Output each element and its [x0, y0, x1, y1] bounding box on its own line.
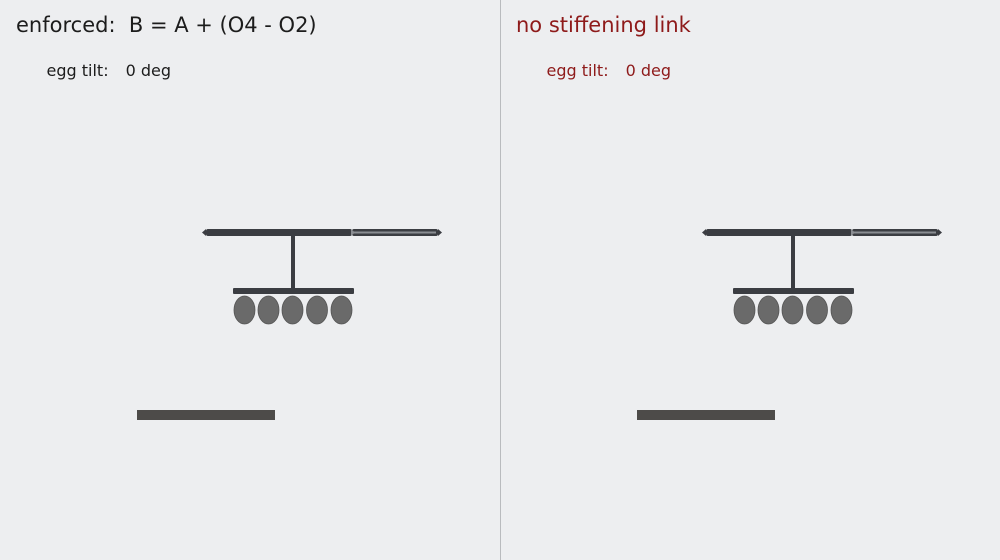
top-beam-bar: [706, 229, 852, 236]
egg-tilt-value: 0 deg: [625, 61, 672, 80]
ground-link: [137, 410, 275, 420]
egg-holder-bar: [233, 288, 354, 294]
egg-row: [733, 295, 853, 325]
egg-tilt-label: egg tilt:: [546, 61, 609, 80]
top-beam-right-tip: [938, 229, 942, 236]
egg-tilt-value: 0 deg: [125, 61, 172, 80]
panel-no-stiffening-link: no stiffening link egg tilt: 0 deg: [501, 0, 1000, 560]
vertical-link: [291, 236, 295, 288]
top-beam: [702, 229, 942, 236]
panel-title: no stiffening link: [516, 13, 691, 37]
vertical-link: [791, 236, 795, 288]
egg: [257, 295, 280, 325]
top-beam-right-tip: [438, 229, 442, 236]
panel-divider: [500, 0, 501, 560]
slider-marker: [851, 229, 855, 236]
egg: [733, 295, 756, 325]
egg-tilt-readout: egg tilt: 0 deg: [16, 41, 172, 101]
egg: [330, 295, 353, 325]
egg-row: [233, 295, 353, 325]
egg-holder-bar: [733, 288, 854, 294]
egg: [233, 295, 256, 325]
egg: [830, 295, 853, 325]
egg: [281, 295, 304, 325]
top-beam-bar: [206, 229, 352, 236]
egg: [757, 295, 780, 325]
ground-link: [637, 410, 775, 420]
top-beam-slot: [354, 231, 436, 234]
panel-enforced: enforced: B = A + (O4 - O2) egg tilt: 0 d…: [16, 13, 442, 420]
slider-marker: [351, 229, 355, 236]
egg: [781, 295, 804, 325]
top-beam-slot: [854, 231, 936, 234]
egg-tilt-label: egg tilt:: [46, 61, 109, 80]
mechanism-diagram: [637, 229, 942, 420]
egg: [806, 295, 828, 325]
egg: [306, 295, 328, 325]
top-beam-left-tip: [202, 229, 206, 236]
top-beam-left-tip: [702, 229, 706, 236]
mechanism-diagram: [137, 229, 442, 420]
egg-tilt-readout: egg tilt: 0 deg: [516, 41, 672, 101]
top-beam: [202, 229, 442, 236]
panel-title: enforced: B = A + (O4 - O2): [16, 13, 317, 37]
